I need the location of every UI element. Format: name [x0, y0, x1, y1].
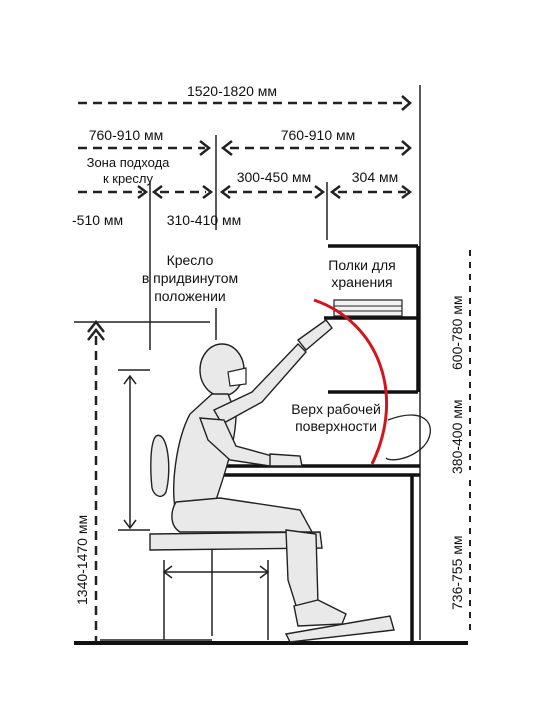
desk-reach-label: 300-450 мм [237, 169, 312, 185]
dimension-eye-height: 1340-1470 мм [74, 319, 210, 642]
approach-zone-line2: к креслу [103, 171, 154, 186]
desk [222, 414, 431, 643]
shelves-label-line2: хранения [331, 274, 392, 290]
shelf-height-label: 600-780 мм [449, 295, 465, 370]
chair-label-line2: в придвинутом [142, 270, 238, 286]
right-half-label: 760-910 мм [281, 127, 356, 143]
chair-label-line3: положении [154, 288, 226, 304]
approach-width-label: -510 мм [72, 212, 123, 228]
chair-label-line1: Кресло [167, 252, 214, 268]
dimension-row-three: Зона подхода к креслу 300-450 мм 304 мм [78, 155, 413, 240]
reach-arc [313, 298, 388, 465]
dimension-right-verticals: 600-780 мм 380-400 мм 736-755 мм [449, 250, 471, 630]
left-half-label: 760-910 мм [89, 127, 164, 143]
work-to-shelf-label: 380-400 мм [449, 399, 465, 474]
work-surface-label-line1: Верх рабочей [291, 401, 381, 417]
chair-zone-label: 310-410 мм [167, 212, 242, 228]
shelves-label-line1: Полки для [328, 257, 395, 273]
dimension-half-depths: 760-910 мм 760-910 мм [78, 127, 412, 230]
approach-zone-line1: Зона подхода [87, 155, 171, 170]
dimension-total-depth: 1520-1820 мм [78, 83, 412, 111]
total-depth-label: 1520-1820 мм [187, 83, 277, 99]
foot-rest [284, 615, 395, 643]
chair [100, 434, 323, 641]
seated-figure [171, 319, 347, 627]
eye-height-label: 1340-1470 мм [74, 515, 90, 605]
shelf-depth-label: 304 мм [352, 169, 399, 185]
storage-shelves [324, 244, 420, 394]
desk-height-label: 736-755 мм [449, 535, 465, 610]
dimension-row-four: -510 мм 310-410 мм [72, 212, 241, 228]
work-surface-label-line2: поверхности [295, 418, 377, 434]
